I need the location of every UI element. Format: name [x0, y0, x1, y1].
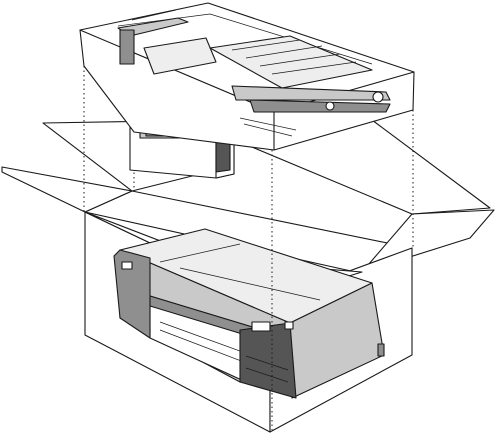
ink-cartridge-box [120, 30, 134, 64]
printer-control-button [252, 322, 270, 331]
printer-rear-port [378, 344, 384, 356]
printer-indicator-light [285, 322, 293, 329]
printer-left-button [122, 262, 132, 269]
